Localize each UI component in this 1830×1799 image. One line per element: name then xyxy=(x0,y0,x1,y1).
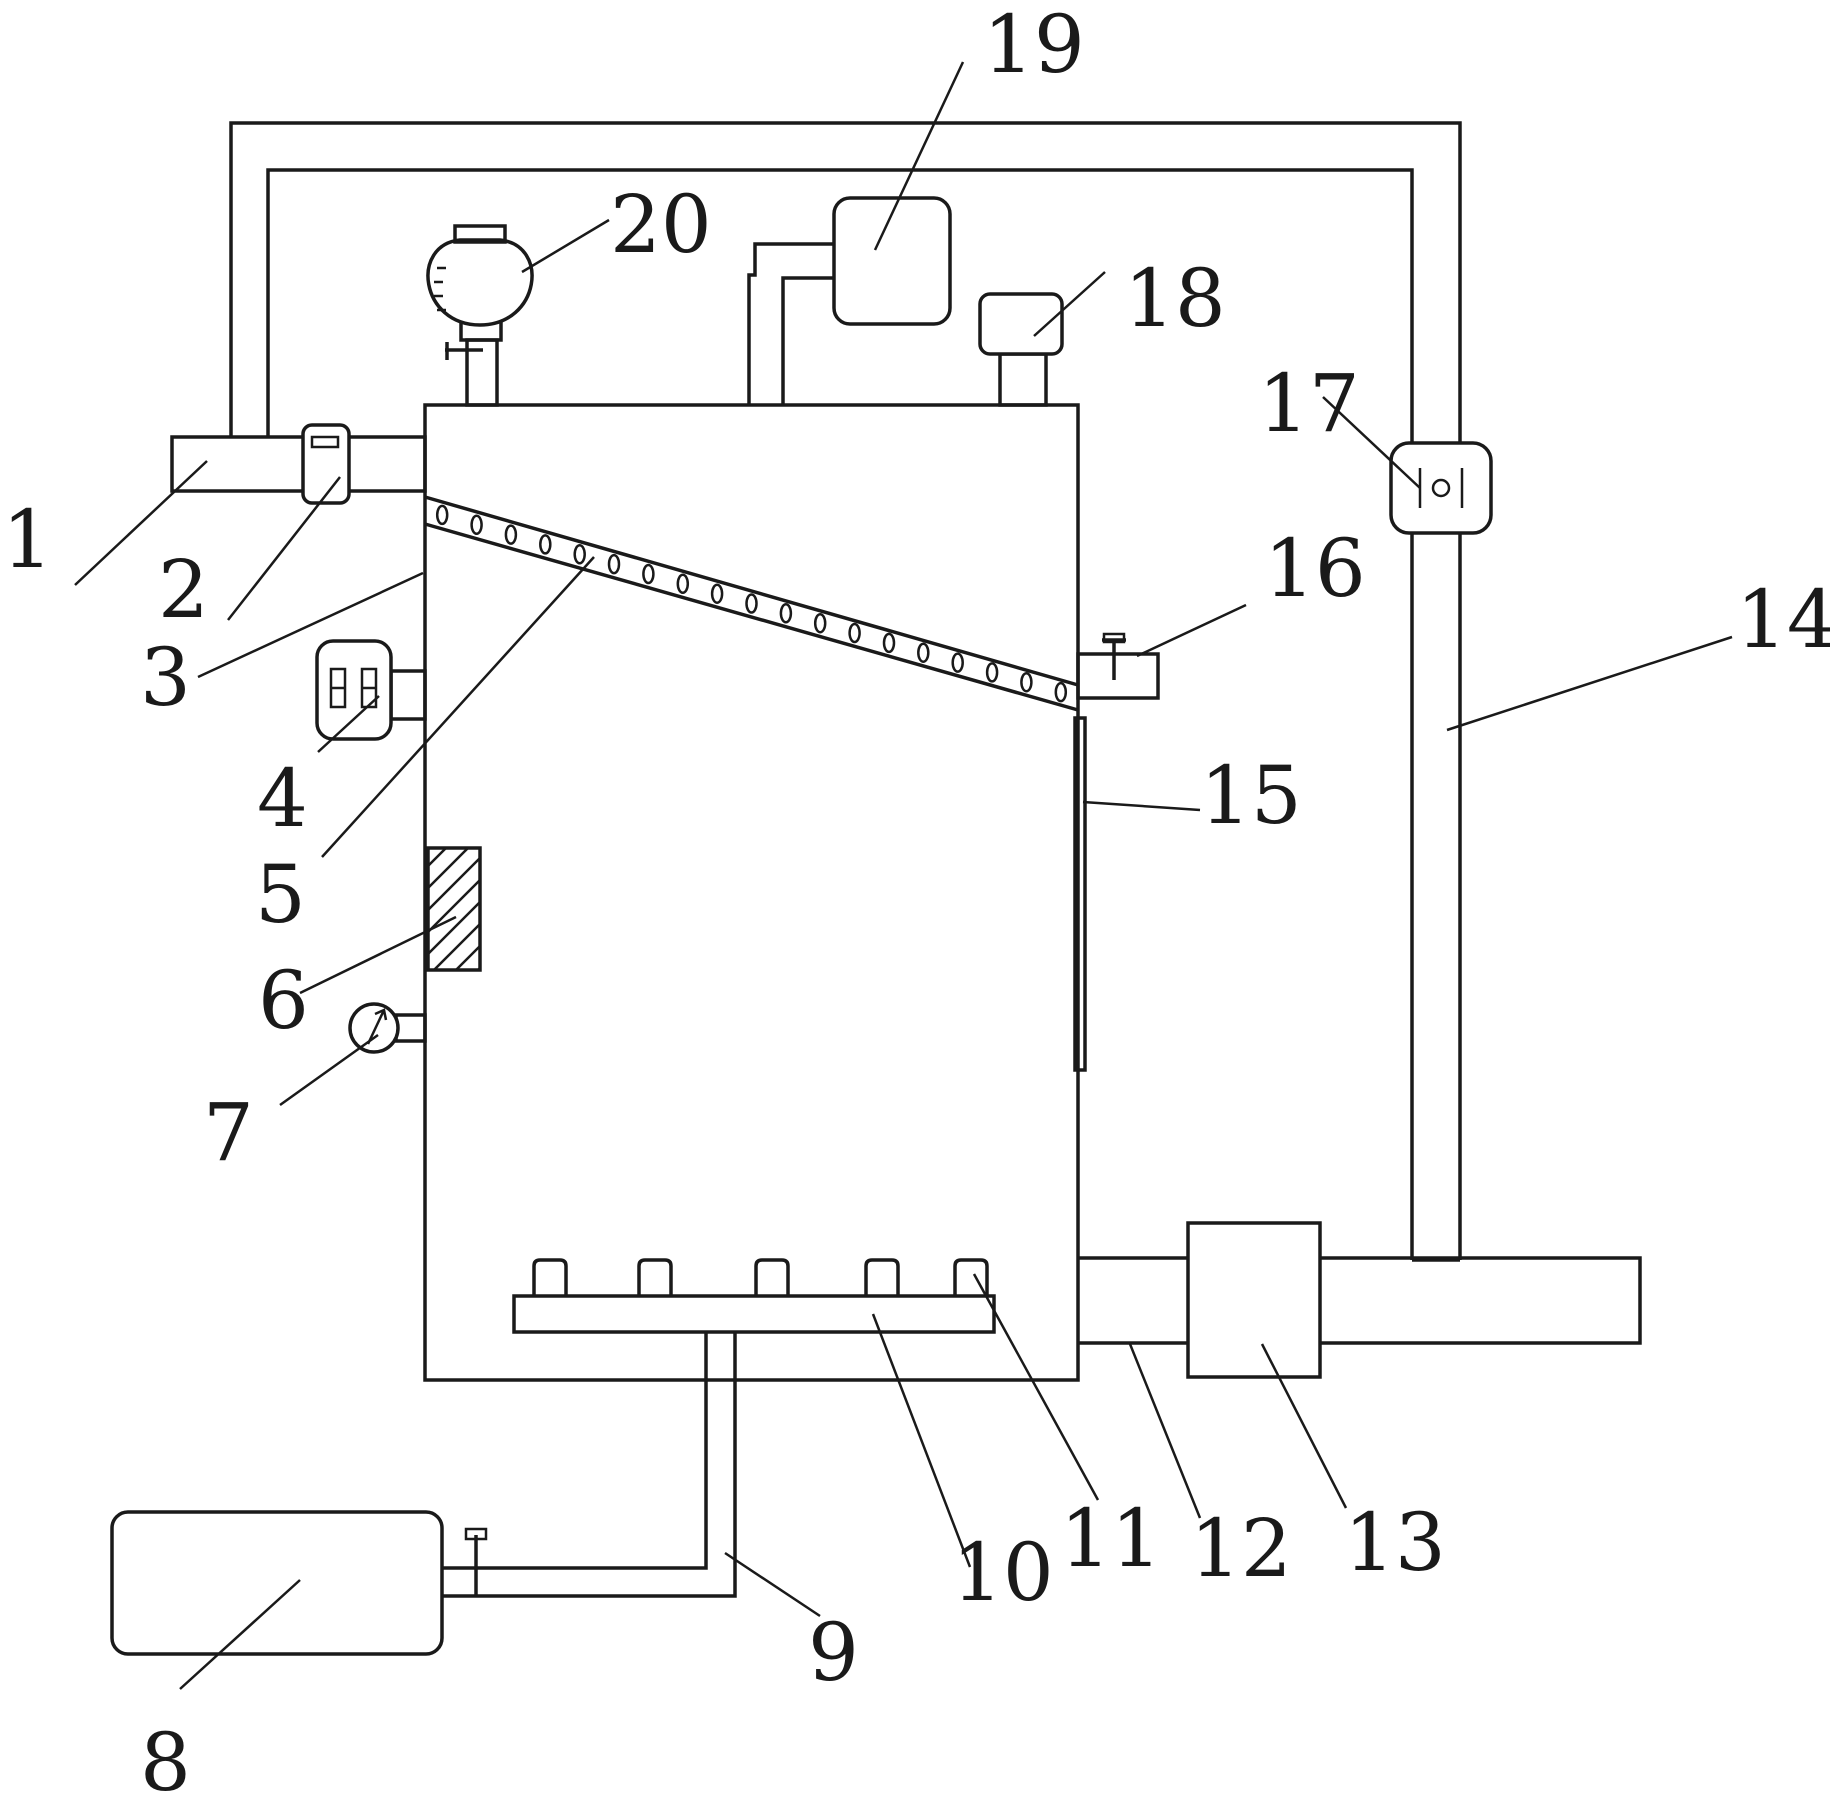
plate-hole xyxy=(710,583,724,604)
plate-hole xyxy=(1020,671,1033,693)
nozzle xyxy=(637,1258,673,1296)
round-flask-icon xyxy=(426,224,534,407)
label-10: 10 xyxy=(952,1526,1054,1619)
nozzle xyxy=(953,1258,989,1296)
label-4: 4 xyxy=(257,752,308,845)
inlet-pipe xyxy=(170,435,427,493)
plate-hole xyxy=(1054,681,1068,703)
hatched-block xyxy=(420,760,490,1072)
switch-panel-icon xyxy=(315,639,427,741)
hatch-line xyxy=(428,848,470,890)
hatch-line xyxy=(420,760,490,830)
label-7: 7 xyxy=(203,1086,254,1179)
hatch-line xyxy=(428,848,448,868)
label-19: 19 xyxy=(983,0,1085,91)
hatch-line xyxy=(476,966,480,970)
outlet-pipe xyxy=(1078,1221,1642,1379)
hatch-line xyxy=(428,856,480,912)
plate-hole xyxy=(504,524,518,545)
label-2: 2 xyxy=(158,543,209,636)
perforated-plate xyxy=(424,495,1079,712)
plate-hole xyxy=(951,652,964,673)
plate-hole xyxy=(470,514,483,536)
plate-hole xyxy=(745,593,758,614)
label-14: 14 xyxy=(1736,573,1830,666)
plate-hole xyxy=(779,603,793,624)
label-20: 20 xyxy=(610,178,712,271)
level-gauge xyxy=(1073,716,1087,1072)
plate-hole xyxy=(676,573,690,595)
plate-hole xyxy=(985,662,999,683)
hatch-line xyxy=(432,922,480,970)
plate-hole xyxy=(848,622,861,644)
plate-hole xyxy=(917,642,930,663)
plate-hole xyxy=(882,632,896,654)
label-18: 18 xyxy=(1124,252,1226,345)
label-1: 1 xyxy=(2,493,53,586)
plate-hole xyxy=(607,553,621,575)
label-15: 15 xyxy=(1200,749,1302,842)
label-3: 3 xyxy=(140,631,191,724)
label-5: 5 xyxy=(255,848,306,941)
label-8: 8 xyxy=(140,1716,191,1799)
side-valve xyxy=(1076,632,1160,700)
nozzle xyxy=(532,1258,568,1296)
label-9: 9 xyxy=(808,1606,859,1699)
top-box-18 xyxy=(978,292,1064,407)
hatch-line xyxy=(420,1002,490,1072)
vertical-pipe xyxy=(1410,533,1462,1262)
nozzle xyxy=(864,1258,900,1296)
plate-hole xyxy=(539,534,552,555)
plate-hole xyxy=(573,544,586,565)
sensor-icon xyxy=(1389,441,1493,535)
aerator-bar xyxy=(512,1258,996,1334)
leader-lines xyxy=(74,61,1733,1690)
plate-hole xyxy=(642,563,655,585)
hatch-line xyxy=(454,944,480,970)
label-17: 17 xyxy=(1258,357,1360,450)
plate-hole xyxy=(435,504,449,526)
label-6: 6 xyxy=(258,954,309,1047)
nozzle xyxy=(754,1258,790,1296)
plate-hole xyxy=(813,612,827,634)
label-13: 13 xyxy=(1344,1496,1446,1589)
pressure-gauge-icon xyxy=(348,1002,427,1054)
hatch-line xyxy=(428,900,480,956)
feed-pipe xyxy=(442,1332,737,1598)
label-16: 16 xyxy=(1264,522,1366,615)
top-box-19 xyxy=(747,196,952,405)
top-return-pipe xyxy=(229,121,1462,445)
hatch-line xyxy=(420,980,490,1050)
label-11: 11 xyxy=(1060,1492,1162,1585)
supply-tank xyxy=(110,1510,444,1656)
hatch-line xyxy=(420,782,490,852)
main-tank xyxy=(423,403,1080,1382)
label-12: 12 xyxy=(1190,1502,1292,1595)
card-reader-icon xyxy=(301,423,351,505)
